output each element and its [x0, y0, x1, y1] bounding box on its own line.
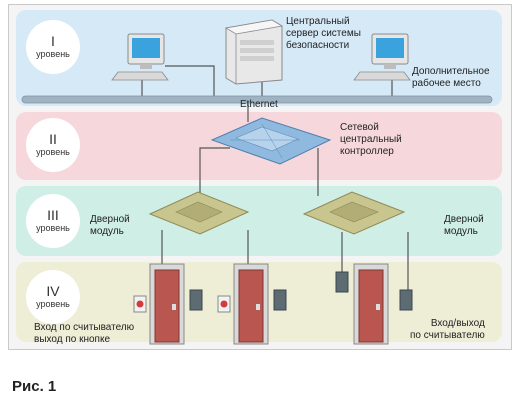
server-label-line: Центральный [286, 16, 350, 27]
exit-button-icon [133, 295, 147, 313]
level-3-band [16, 186, 502, 256]
entry-left-label: Вход по считывателю выход по кнопке [34, 322, 134, 346]
door-module-right-label-line: модуль [444, 226, 478, 237]
workstation-label: Дополнительное рабочее место [412, 66, 490, 90]
door-module-right-icon [302, 191, 406, 235]
level-4-number: IV [46, 283, 60, 299]
door-2-icon [233, 263, 269, 345]
controller-label-line: центральный [340, 134, 402, 145]
server-label-line: безопасности [286, 40, 350, 51]
card-reader-1-icon [189, 289, 203, 311]
level-4-badge: IV уровень [26, 270, 80, 324]
link-controller-module-left [199, 147, 230, 196]
door-1-icon [149, 263, 185, 345]
entry-right-label-line: по считывателю [410, 330, 485, 341]
workstation-right-icon [353, 33, 411, 81]
door-module-right-label: Дверной модуль [444, 214, 484, 238]
door-module-left-icon [148, 191, 250, 235]
figure-caption: Рис. 1 [12, 378, 57, 395]
door-module-right-label-line: Дверной [444, 214, 484, 225]
controller-label-line: Сетевой [340, 122, 379, 133]
link-pc-left-bus [165, 65, 215, 96]
entry-left-label-line: выход по кнопке [34, 334, 111, 345]
door-3-icon [353, 263, 389, 345]
level-2-word: уровень [36, 147, 70, 157]
level-1-badge: I уровень [26, 20, 80, 74]
server-label: Центральный сервер системы безопасности [286, 16, 361, 52]
server-icon [224, 19, 284, 85]
ethernet-label: Ethernet [240, 99, 278, 111]
connection-lines [141, 65, 409, 290]
level-3-badge: III уровень [26, 194, 80, 248]
workstation-label-line: Дополнительное [412, 66, 490, 77]
ethernet-label-text: Ethernet [240, 99, 278, 110]
level-2-badge: II уровень [26, 118, 80, 172]
entry-left-label-line: Вход по считывателю [34, 322, 135, 333]
door-module-left-label: Дверной модуль [90, 214, 130, 238]
level-1-number: I [51, 33, 55, 49]
controller-label-line: контроллер [340, 146, 394, 157]
card-reader-2-icon [273, 289, 287, 311]
card-reader-3-icon [335, 271, 349, 293]
entry-right-label-line: Вход/выход [430, 318, 485, 329]
level-2-number: II [49, 131, 57, 147]
exit-button-2-icon [217, 295, 231, 313]
ethernet-bus [21, 95, 493, 104]
level-3-word: уровень [36, 223, 70, 233]
level-3-number: III [47, 207, 59, 223]
door-module-left-label-line: Дверной [90, 214, 130, 225]
card-reader-4-icon [399, 289, 413, 311]
server-label-line: сервер системы [286, 28, 361, 39]
level-1-word: уровень [36, 49, 70, 59]
workstation-label-line: рабочее место [412, 78, 481, 89]
door-module-left-label-line: модуль [90, 226, 124, 237]
entry-right-label: Вход/выход по считывателю [410, 318, 485, 342]
level-4-word: уровень [36, 299, 70, 309]
workstation-left-icon [111, 33, 169, 81]
network-controller-icon [210, 117, 332, 165]
controller-label: Сетевой центральный контроллер [340, 122, 402, 158]
